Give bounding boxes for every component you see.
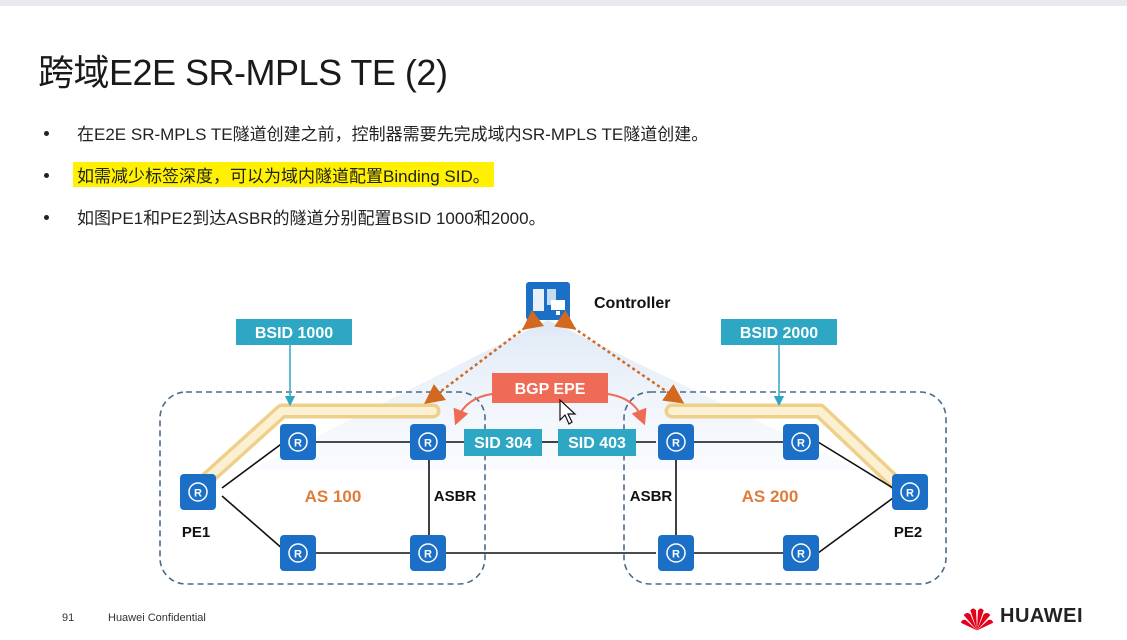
asbr-right-label: ASBR	[630, 488, 673, 505]
router-glyph: R	[797, 549, 805, 561]
bgp-epe-arrow-right	[607, 393, 647, 426]
router-asbr-right-bottom: R	[658, 535, 694, 571]
router-as200-bottom-right: R	[783, 535, 819, 571]
as200-domain-box	[623, 391, 947, 585]
router-pe2: R	[892, 474, 928, 510]
bullet-list: 在E2E SR-MPLS TE隧道创建之前，控制器需要先完成域内SR-MPLS …	[40, 118, 1090, 244]
mouse-cursor-icon	[559, 398, 577, 425]
bullet-item: 如图PE1和PE2到达ASBR的隧道分别配置BSID 1000和2000。	[40, 202, 1090, 244]
bsid-right-box	[721, 319, 837, 345]
page-number: 91	[62, 612, 75, 624]
router-as100-top-left: R	[280, 424, 316, 460]
bgp-epe-arrow-left	[453, 393, 493, 426]
router-asbr-left-bottom: R	[410, 535, 446, 571]
bgp-epe-label: BGP EPE	[515, 381, 586, 398]
router-glyph: R	[797, 438, 805, 450]
confidential-label: Huawei Confidential	[108, 612, 206, 624]
bullet-text: 如图PE1和PE2到达ASBR的隧道分别配置BSID 1000和2000。	[77, 209, 546, 228]
brand-wordmark: HUAWEI	[1000, 605, 1083, 627]
top-bar	[0, 0, 1127, 6]
asbr-left-label: ASBR	[434, 488, 477, 505]
bsid-left-label: BSID 1000	[255, 325, 333, 342]
router-as100-bottom-left: R	[280, 535, 316, 571]
router-asbr-right-top: R	[658, 424, 694, 460]
router-icons: R R R R R R R R R R	[180, 424, 928, 571]
as100-domain-box	[159, 391, 486, 585]
sid-right-label: SID 403	[568, 435, 626, 452]
bullet-item: 如需减少标签深度，可以为域内隧道配置Binding SID。	[40, 160, 1090, 202]
sid-left-box	[464, 429, 542, 456]
network-links	[221, 441, 894, 554]
bullet-text: 在E2E SR-MPLS TE隧道创建之前，控制器需要先完成域内SR-MPLS …	[77, 125, 709, 144]
router-glyph: R	[906, 488, 914, 500]
bullet-dot	[44, 173, 49, 178]
bullet-item: 在E2E SR-MPLS TE隧道创建之前，控制器需要先完成域内SR-MPLS …	[40, 118, 1090, 160]
router-glyph: R	[424, 549, 432, 561]
router-glyph: R	[294, 438, 302, 450]
huawei-logo-icon	[960, 608, 994, 631]
router-pe1: R	[180, 474, 216, 510]
router-glyph: R	[424, 438, 432, 450]
controller-arrow-left	[424, 309, 545, 405]
bsid-left-box	[236, 319, 352, 345]
controller-label: Controller	[594, 295, 670, 312]
bgp-epe-box	[492, 373, 608, 403]
bullet-dot	[44, 215, 49, 220]
router-as200-top-right: R	[783, 424, 819, 460]
bsid-right-label: BSID 2000	[740, 325, 818, 342]
pe2-label: PE2	[894, 524, 922, 541]
router-glyph: R	[672, 549, 680, 561]
router-asbr-left-top: R	[410, 424, 446, 460]
as200-label: AS 200	[742, 487, 799, 506]
router-glyph: R	[194, 488, 202, 500]
pe1-label: PE1	[182, 524, 210, 541]
slide-title: 跨域E2E SR-MPLS TE (2)	[38, 52, 448, 93]
sid-right-box	[558, 429, 636, 456]
bullet-text-highlighted: 如需减少标签深度，可以为域内隧道配置Binding SID。	[73, 162, 494, 187]
router-glyph: R	[672, 438, 680, 450]
sid-left-label: SID 304	[474, 435, 532, 452]
controller-icon	[526, 282, 570, 320]
as100-label: AS 100	[305, 487, 362, 506]
controller-arrow-right	[554, 310, 685, 404]
bullet-dot	[44, 131, 49, 136]
router-glyph: R	[294, 549, 302, 561]
